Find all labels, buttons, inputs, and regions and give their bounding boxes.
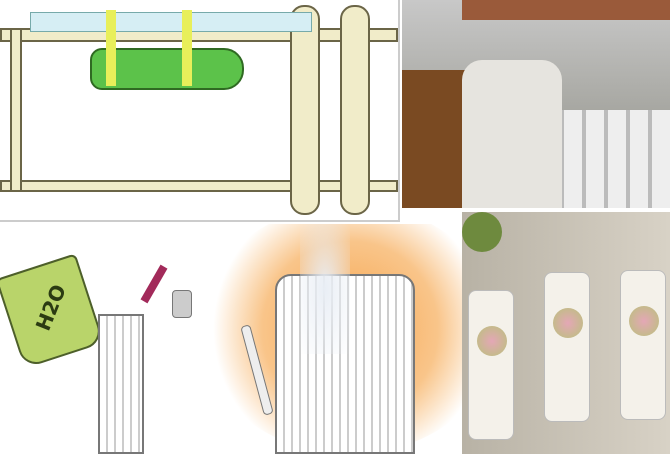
wooden-shelf [402, 70, 472, 208]
radiator-column [98, 314, 144, 454]
towel [462, 60, 562, 208]
flower-decoration [553, 308, 583, 338]
radiator-section [340, 5, 370, 215]
jug-label: H2O [30, 280, 71, 335]
humidifier-illustration: H2O [0, 224, 462, 454]
ceramic-humidifiers-photo [462, 212, 670, 454]
ribbon [182, 10, 192, 86]
radiator [542, 110, 670, 208]
bottom-pipe [0, 180, 398, 192]
flower-decoration [477, 326, 507, 356]
bottle-radiator-illustration [0, 0, 400, 222]
plant [462, 212, 502, 252]
towel-on-radiator-photo [402, 0, 670, 208]
fabric-strip [30, 12, 312, 32]
vertical-pipe [10, 28, 22, 192]
essential-oil-bottle-icon [172, 290, 192, 318]
ceramic-humidifier [620, 270, 666, 420]
flower-decoration [629, 306, 659, 336]
flower-pots [462, 0, 670, 20]
radiator-section [290, 5, 320, 215]
steam [300, 224, 350, 354]
dropper-icon [140, 264, 168, 304]
water-jug-icon: H2O [0, 253, 105, 369]
ceramic-humidifier [468, 290, 514, 440]
ribbon [106, 10, 116, 86]
ceramic-humidifier [544, 272, 590, 422]
